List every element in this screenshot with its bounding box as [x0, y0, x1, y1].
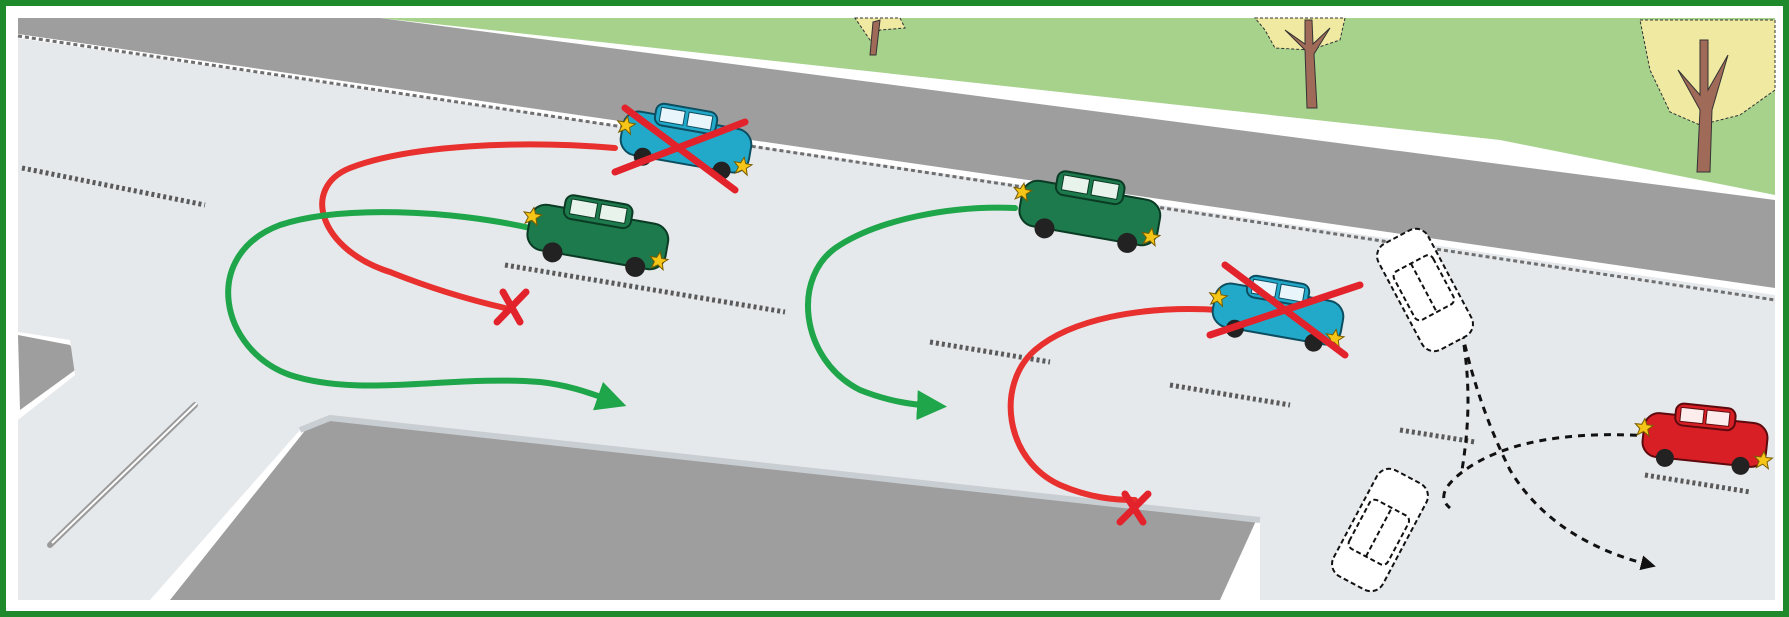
u-turn-diagram — [0, 0, 1789, 617]
diagram-canvas — [0, 0, 1789, 617]
